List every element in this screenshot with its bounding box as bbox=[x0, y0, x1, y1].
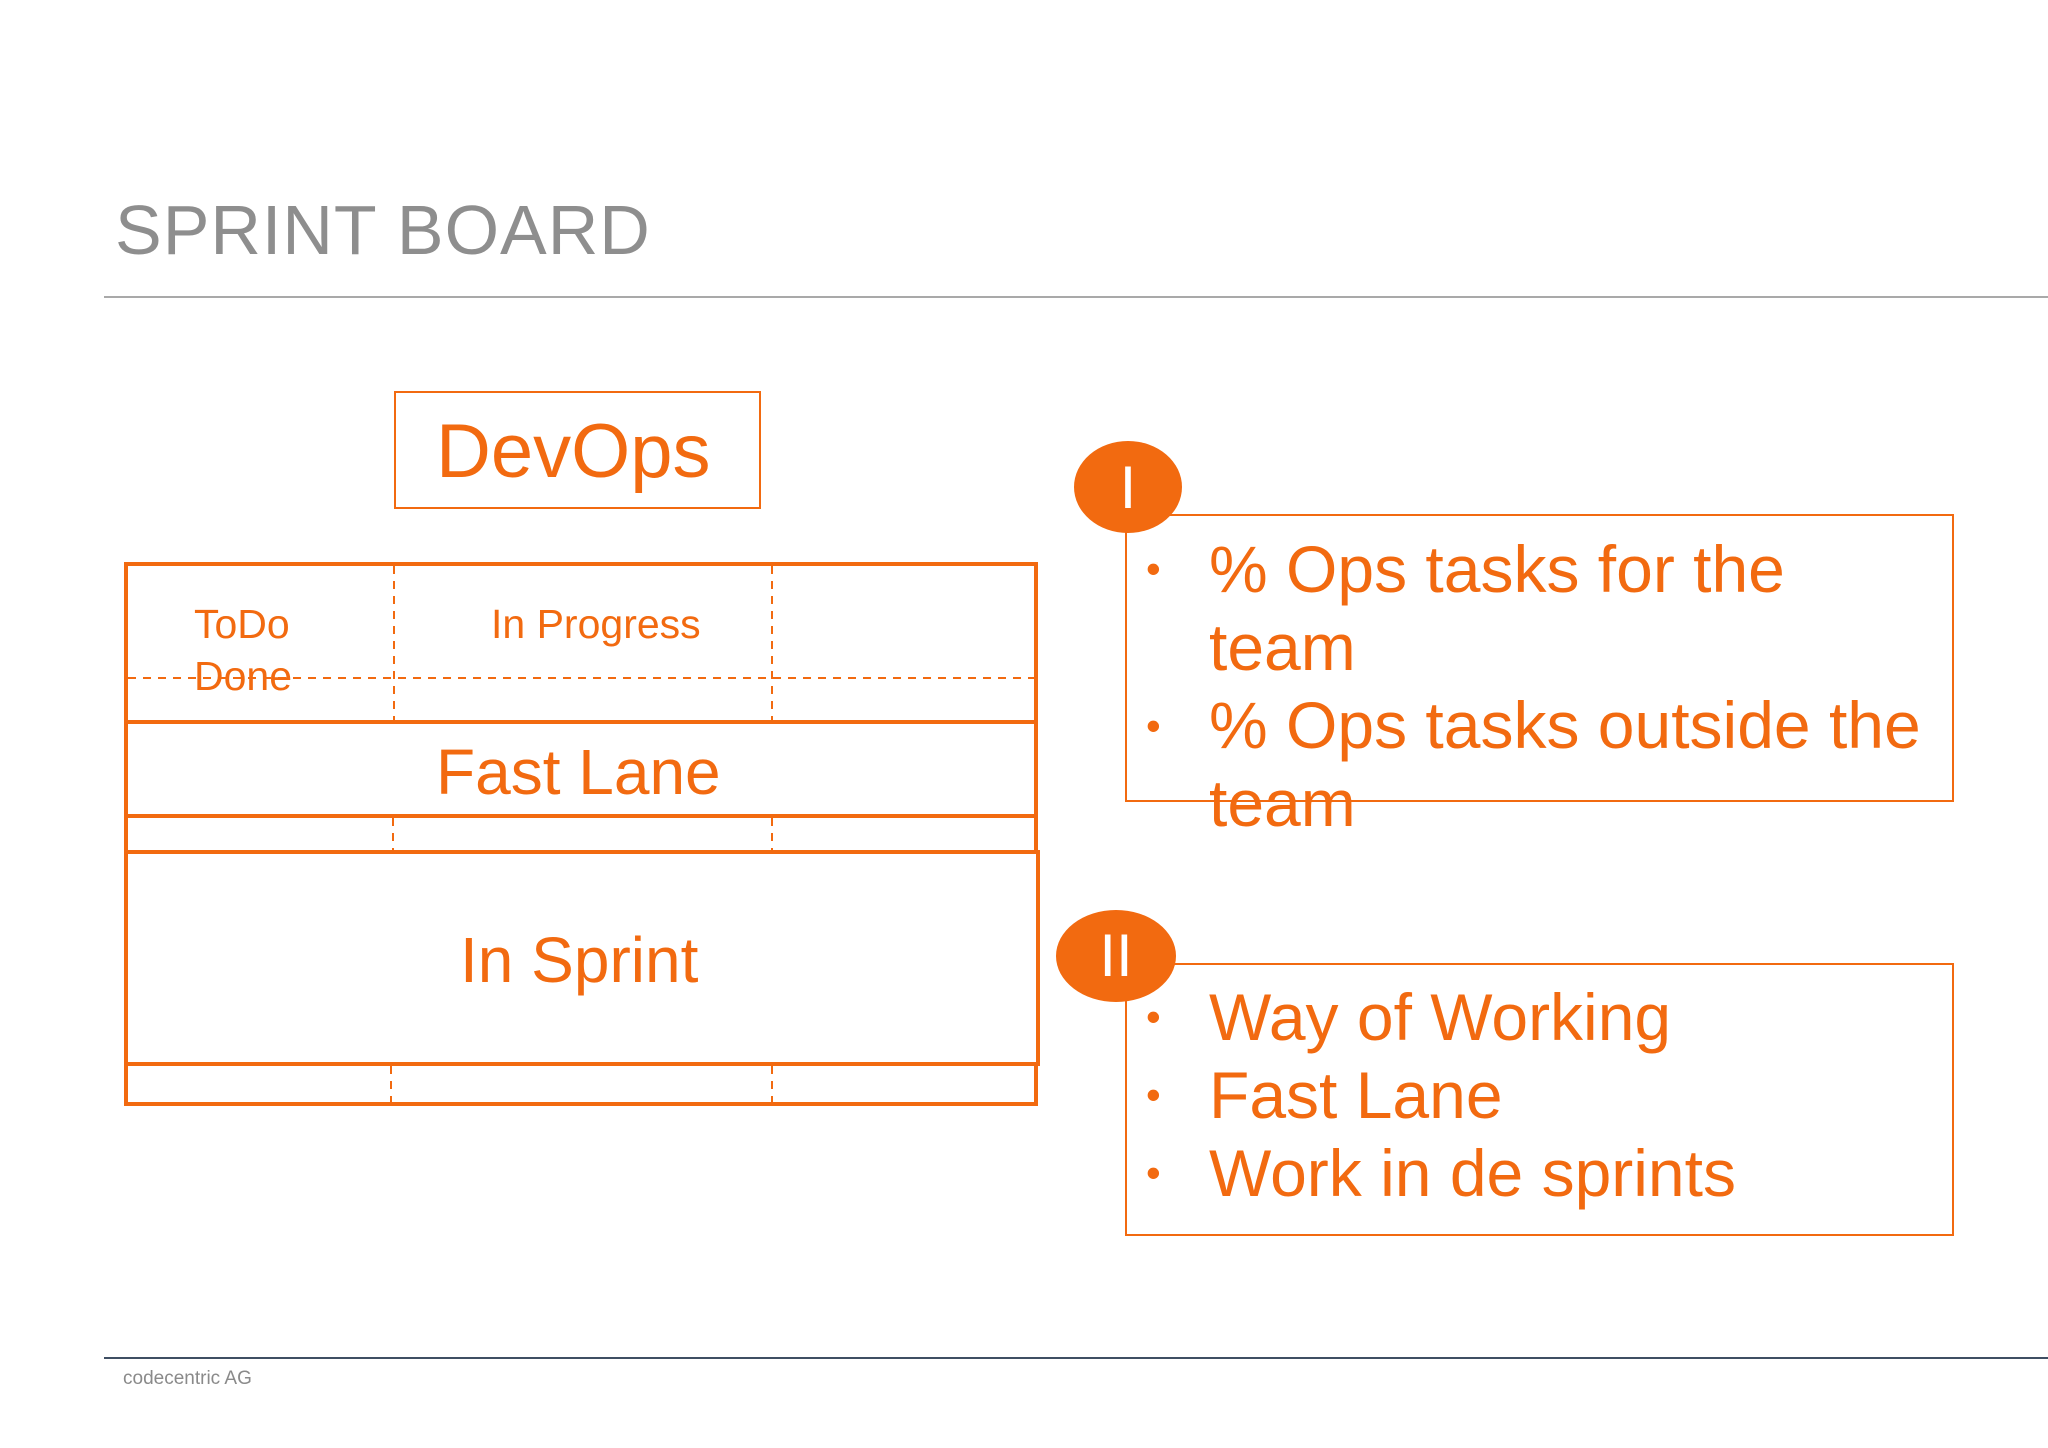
callout-box-1 bbox=[1125, 514, 1954, 802]
slide-title: SPRINT BOARD bbox=[115, 191, 651, 269]
badge-2-circle bbox=[1056, 910, 1176, 1002]
bullet-dot: • bbox=[1146, 993, 1161, 1040]
callout-1-item-2: % Ops tasks outside the bbox=[1209, 688, 1921, 762]
callout-2-item-2: Fast Lane bbox=[1209, 1058, 1503, 1132]
devops-label: DevOps bbox=[436, 409, 711, 494]
in-sprint-box bbox=[124, 850, 1040, 1066]
callout-1-item-1-cont: team bbox=[1209, 610, 1356, 684]
fast-lane-box bbox=[124, 720, 1038, 818]
column-in-progress-label: In Progress bbox=[491, 601, 701, 647]
callout-2-item-1: Way of Working bbox=[1209, 980, 1672, 1054]
title-divider bbox=[104, 296, 2048, 298]
bullet-dot: • bbox=[1146, 702, 1161, 749]
footer-divider bbox=[104, 1357, 2048, 1359]
column-done-label: Done bbox=[194, 653, 293, 699]
bullet-dot: • bbox=[1146, 545, 1161, 592]
fast-lane-label: Fast Lane bbox=[436, 736, 721, 808]
callout-1-item-1: % Ops tasks for the bbox=[1209, 532, 1785, 606]
footer-company: codecentric AG bbox=[123, 1368, 252, 1389]
badge-1-label: I bbox=[1119, 454, 1137, 521]
callout-box-2 bbox=[1125, 963, 1954, 1236]
callout-2-item-3: Work in de sprints bbox=[1209, 1136, 1736, 1210]
board-bottom-row bbox=[124, 1064, 1038, 1106]
badge-2-label: II bbox=[1099, 922, 1133, 989]
in-sprint-label: In Sprint bbox=[460, 924, 699, 996]
devops-header-box bbox=[394, 391, 761, 509]
callout-1-item-2-cont: team bbox=[1209, 766, 1356, 840]
badge-1-circle bbox=[1074, 441, 1182, 533]
bullet-dot: • bbox=[1146, 1149, 1161, 1196]
bullet-dot: • bbox=[1146, 1071, 1161, 1118]
column-todo-label: ToDo bbox=[194, 601, 290, 647]
